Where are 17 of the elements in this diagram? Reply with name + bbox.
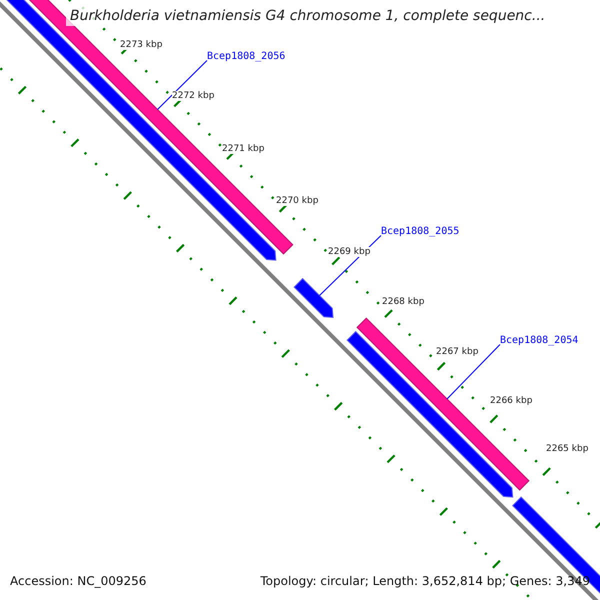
footer-text: Topology: circular; Length: 3,652,814 bp; Genes: 3,349	[260, 575, 590, 589]
footer-text: Accession: NC_009256	[10, 575, 146, 589]
scale-label: 2271 kbp	[222, 144, 264, 154]
scale-label: 2273 kbp	[120, 40, 162, 50]
scale-label: 2270 kbp	[276, 196, 318, 206]
leader-line	[446, 344, 500, 400]
leader-line	[157, 60, 208, 110]
scale-label: 2266 kbp	[490, 396, 532, 406]
gene-label: Bcep1808_2056	[207, 51, 286, 62]
scale-label: 2265 kbp	[546, 444, 588, 454]
scale-label: 2267 kbp	[436, 347, 478, 358]
gene-label: Bcep1808_2055	[381, 226, 460, 238]
gene-feature	[294, 278, 334, 318]
gene-label: Bcep1808_2054	[500, 335, 578, 346]
scale-label: 2268 kbp	[382, 297, 424, 308]
scale-label: 2269 kbp	[328, 247, 370, 258]
scale-label: 2272 kbp	[172, 91, 214, 102]
